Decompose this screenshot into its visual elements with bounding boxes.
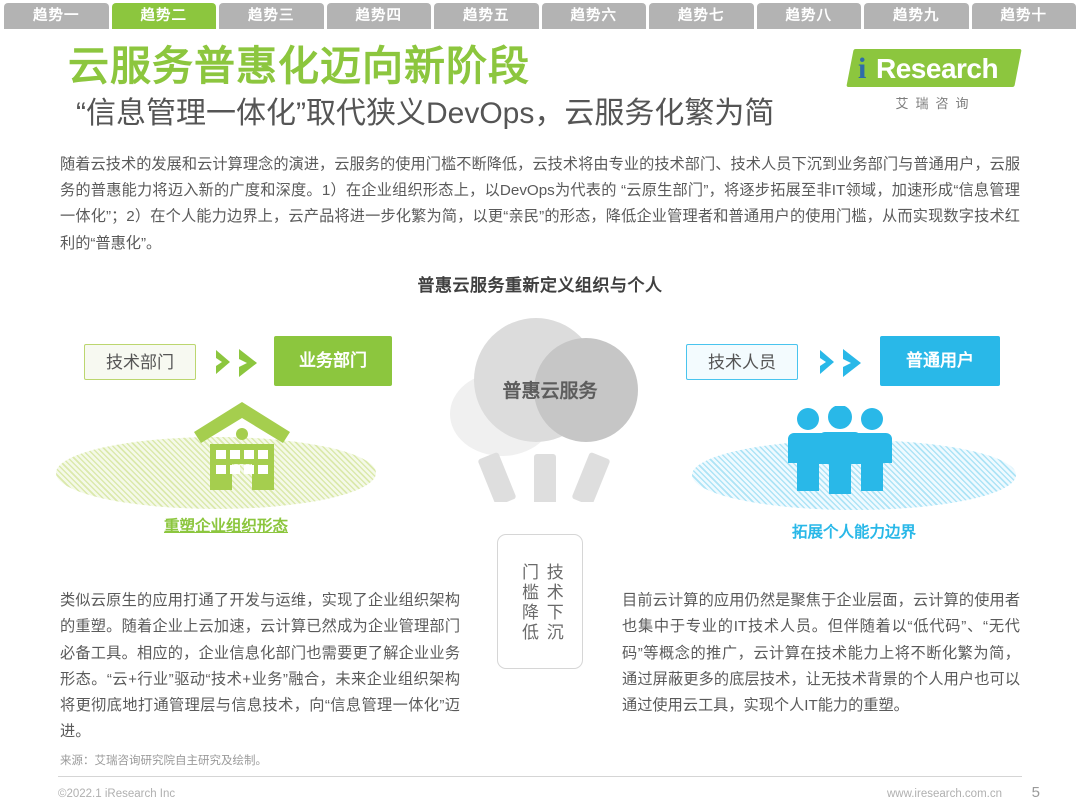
people-icon — [782, 404, 898, 499]
logo-chinese-name: 艾瑞咨询 — [895, 96, 976, 111]
center-text-tech-sink: 技术下沉 — [543, 563, 563, 644]
lead-paragraph: 随着云技术的发展和云计算理念的演进，云服务的使用门槛不断降低，云技术将由专业的技… — [60, 156, 1020, 252]
figure-title: 普惠云服务重新定义组织与个人 — [417, 275, 663, 295]
page-subtitle: “信息管理一体化”取代狭义DevOps，云服务化繁为简 — [76, 97, 775, 131]
tab-trend-4[interactable]: 趋势四 — [326, 3, 431, 29]
tab-trend-1[interactable]: 趋势一 — [4, 3, 109, 29]
tab-trend-8[interactable]: 趋势八 — [756, 3, 861, 29]
left-caption: 重塑企业组织形态 — [163, 517, 288, 535]
page-title: 云服务普惠化迈向新阶段 — [68, 43, 530, 89]
logo-wordmark: Research — [876, 53, 999, 84]
logo-mark: i Research — [842, 49, 1022, 89]
source-note: 来源：艾瑞咨询研究院自主研究及绘制。 — [60, 755, 267, 767]
website-link[interactable]: www.iresearch.com.cn — [886, 788, 1002, 800]
logo-letter-i: i — [858, 52, 867, 85]
center-text-threshold-lower: 门槛降低 — [519, 563, 538, 644]
tab-trend-9[interactable]: 趋势九 — [864, 3, 969, 29]
tab-trend-2[interactable]: 趋势二 — [111, 3, 216, 29]
left-column-text: 类似云原生的应用打通了开发与运维，实现了企业组织架构的重塑。随着企业上云加速，云… — [60, 592, 460, 741]
page-header: 云服务普惠化迈向新阶段 “信息管理一体化”取代狭义DevOps，云服务化繁为简 … — [0, 43, 1080, 132]
right-caption: 拓展个人能力边界 — [791, 523, 916, 541]
center-vertical-box: 技术下沉 门槛降低 — [497, 533, 583, 669]
left-from-box[interactable]: 技术部门 — [84, 343, 196, 380]
building-icon — [186, 400, 298, 501]
trend-tab-bar: 趋势一 趋势二 趋势三 趋势四 趋势五 趋势六 趋势七 趋势八 趋势九 趋势十 — [0, 0, 1080, 29]
left-to-box[interactable]: 业务部门 — [274, 335, 392, 386]
tab-trend-7[interactable]: 趋势七 — [649, 3, 754, 29]
tab-trend-6[interactable]: 趋势六 — [541, 3, 646, 29]
right-chevron-icon — [818, 348, 865, 378]
page-number: 5 — [1031, 784, 1040, 801]
tab-trend-3[interactable]: 趋势三 — [219, 3, 324, 29]
tab-trend-10[interactable]: 趋势十 — [971, 3, 1076, 29]
right-from-box[interactable]: 技术人员 — [686, 343, 798, 380]
page-footer: ©2022.1 iResearch Inc www.iresearch.com.… — [0, 784, 1080, 810]
right-to-box[interactable]: 普通用户 — [880, 335, 1000, 386]
figure-diagram: 普惠云服务 技术部门 业务部门 技术人员 普通用户 — [0, 302, 1080, 669]
right-column-text: 目前云计算的应用仍然是聚焦于企业层面，云计算的使用者也集中于专业的IT技术人员。… — [622, 592, 1020, 715]
cloud-icon — [440, 302, 660, 508]
cloud-label: 普惠云服务 — [502, 380, 598, 402]
iresearch-logo: i Research 艾瑞咨询 — [842, 49, 1022, 112]
copyright-text: ©2022.1 iResearch Inc — [58, 788, 176, 800]
tab-trend-5[interactable]: 趋势五 — [434, 3, 539, 29]
footer-divider — [58, 776, 1022, 777]
left-chevron-icon — [214, 348, 261, 378]
